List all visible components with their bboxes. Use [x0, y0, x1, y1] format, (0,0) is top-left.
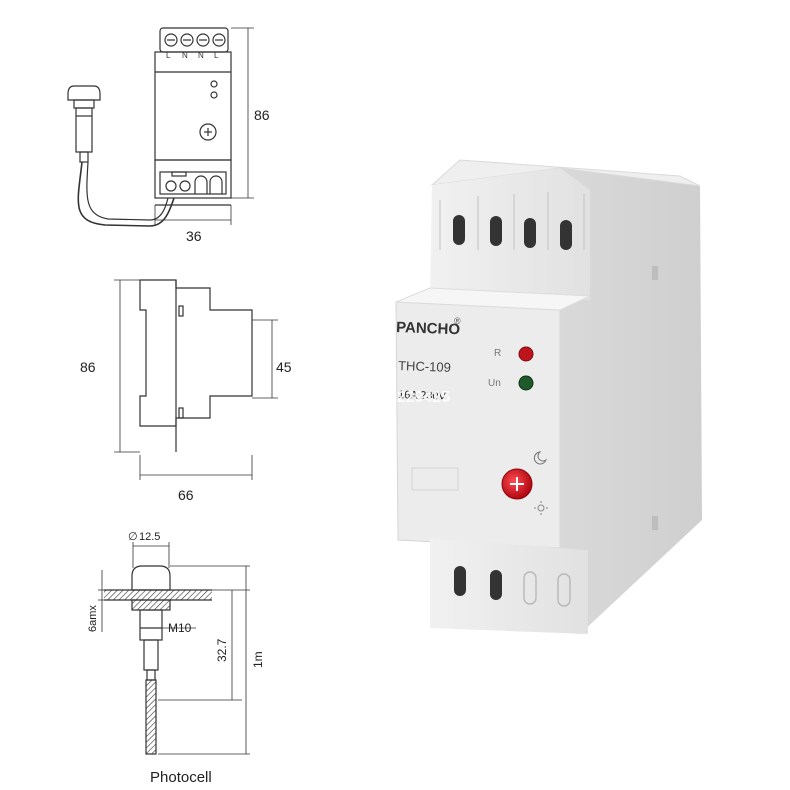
top-terminal-screws — [164, 33, 226, 47]
depth-dimension: 66 — [178, 487, 194, 503]
side-view-drawing — [114, 279, 278, 480]
rail-height-dimension: 45 — [276, 359, 292, 375]
front-view-labels: L N N L — [166, 51, 219, 60]
photocell-thread-dimension: M10 — [168, 621, 192, 635]
green-led — [518, 375, 534, 391]
front-width-dimension: 36 — [186, 228, 202, 244]
top-terminal-label: N — [182, 51, 188, 60]
device-model: THC-109 — [398, 358, 451, 375]
photocell-length-dimension: 32.7 — [215, 638, 229, 662]
bottom-terminal-slots — [454, 566, 502, 600]
photocell-drawing — [98, 542, 250, 755]
indicator-r-label: R — [494, 348, 501, 359]
red-led — [518, 346, 534, 362]
top-terminal-label: L — [214, 51, 219, 60]
device-rating: 16A 230V — [398, 389, 447, 403]
moon-icon — [533, 451, 548, 465]
photocell-caption: Photocell — [150, 769, 212, 786]
front-view-drawing — [67, 27, 254, 227]
photocell-diameter-symbol: ∅ — [128, 531, 138, 543]
side-height-dimension: 86 — [80, 359, 96, 375]
photocell-cable-length: 1m — [251, 651, 265, 668]
top-terminal-label: N — [198, 51, 204, 60]
sun-icon — [534, 501, 548, 515]
indicator-un-label: Un — [488, 378, 501, 389]
front-height-dimension: 86 — [254, 107, 270, 123]
top-terminal-slots — [453, 215, 572, 250]
photocell-panel-thickness: 6amx — [87, 605, 99, 632]
device-registered-mark: ® — [454, 316, 461, 326]
photocell-diameter-dimension: 12.5 — [139, 531, 160, 543]
top-terminal-label: L — [166, 51, 171, 60]
device-brand: PANCHO — [396, 319, 461, 338]
store-watermark: Store NO.1229425 — [314, 389, 450, 406]
device-photo — [395, 159, 702, 634]
